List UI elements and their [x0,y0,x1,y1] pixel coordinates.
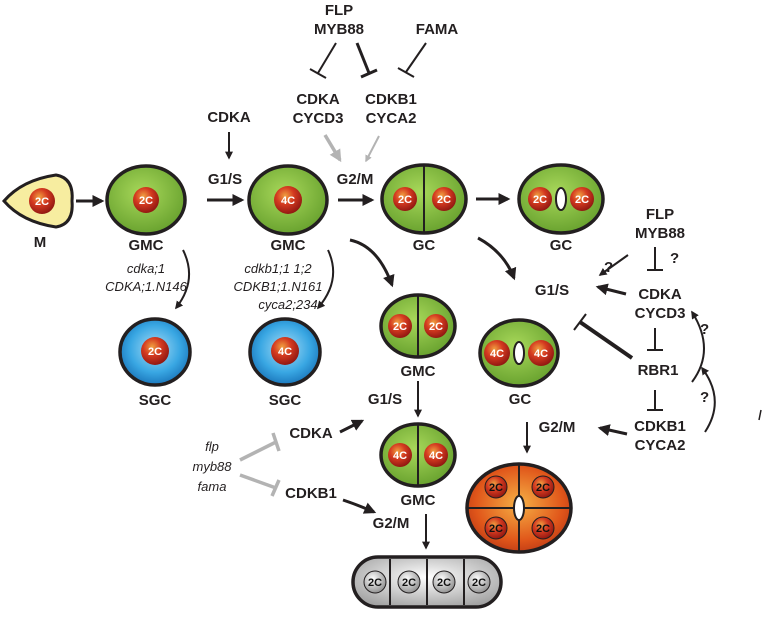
cdkb1-label-mid: CDKB1 [285,485,337,502]
edge-tick [758,409,762,421]
svg-text:2C: 2C [533,194,547,206]
cycd3-label-right: CYCD3 [635,305,686,322]
svg-text:2C: 2C [368,577,382,589]
question-mark-1: ? [670,250,679,267]
guard-cell-pair-1: 2C 2C [380,163,468,235]
svg-text:2C: 2C [489,482,503,494]
gmc-label-3: GMC [401,363,436,380]
svg-text:2C: 2C [139,195,153,207]
cdka-label-top: CDKA [296,91,339,108]
svg-text:4C: 4C [393,450,407,462]
gc-label-2: GC [550,237,573,254]
question-mark-3: ? [700,321,709,338]
svg-text:4C: 4C [278,346,292,358]
gc-label-3: GC [509,391,532,408]
svg-text:2C: 2C [472,577,486,589]
svg-text:2C: 2C [402,577,416,589]
cdka-label-mid: CDKA [289,425,332,442]
guard-cell-pair-4c: 4C 4C [478,318,560,388]
g1s-label-top: G1/S [208,171,242,188]
gmc-label-1: GMC [129,237,164,254]
svg-text:2C: 2C [393,321,407,333]
fama-label-top: FAMA [416,21,459,38]
regulator-labels: FLP MYB88 FAMA CDKA CYCD3 CDKB1 CYCA2 CD… [207,2,709,532]
svg-text:2C: 2C [437,577,451,589]
mutant-cdka1-n146: CDKA;1.N146 [105,279,187,294]
svg-text:2C: 2C [429,321,443,333]
cycd3-label-top: CYCD3 [293,110,344,127]
mutant-flp: flp [205,439,219,454]
transition-arrows [76,132,628,550]
mutant-inhibition-lines [239,432,281,497]
cyca2-label-top: CYCA2 [366,110,417,127]
rbr1-label: RBR1 [638,362,679,379]
right-regulation-lines [573,247,716,433]
g1s-label-mid: G1/S [368,391,402,408]
svg-text:2C: 2C [35,196,49,208]
myb88-label-right: MYB88 [635,225,685,242]
sgc-label-1: SGC [139,392,172,409]
svg-text:2C: 2C [437,194,451,206]
svg-text:2C: 2C [536,482,550,494]
cdkb1-label-top: CDKB1 [365,91,417,108]
gmc-cell-2c: 2C [105,164,187,236]
cdkb1-label-right: CDKB1 [634,418,686,435]
mutant-cdkb1-n161: CDKB1;1.N161 [234,279,323,294]
inhibition-lines-top [309,42,427,79]
g2m-label-top: G2/M [337,171,374,188]
g2m-label-right: G2/M [539,419,576,436]
m-label: M [34,234,47,251]
svg-text:2C: 2C [536,523,550,535]
gmc-cell-4c: 4C [247,164,329,236]
mutant-myb88: myb88 [192,459,232,474]
g1s-label-right: G1/S [535,282,569,299]
svg-text:2C: 2C [575,194,589,206]
guard-cell-pair-mature: 2C 2C [517,163,605,235]
meristemoid-cell: 2C [2,173,74,229]
cdka-label-left: CDKA [207,109,250,126]
activation-arrows-gray [323,134,380,163]
mutant-cyca2: cyca2;234 [258,297,317,312]
svg-text:4C: 4C [534,348,548,360]
mutant-fama: fama [198,479,227,494]
gmc-label-2: GMC [271,237,306,254]
question-mark-2: ? [604,259,613,276]
svg-text:4C: 4C [429,450,443,462]
flp-label-top: FLP [325,2,353,19]
svg-text:4C: 4C [281,195,295,207]
sgc-cell-2c: 2C [118,317,192,387]
sgc-cell-4c: 4C [248,317,322,387]
mutant-labels: cdka;1 CDKA;1.N146 cdkb1;1 1;2 CDKB1;1.N… [105,261,322,494]
question-mark-4: ? [700,389,709,406]
mutant-cdkb1: cdkb1;1 1;2 [244,261,312,276]
myb88-label-top: MYB88 [314,21,364,38]
sgc-label-2: SGC [269,392,302,409]
g2m-label-bottom: G2/M [373,515,410,532]
svg-text:4C: 4C [490,348,504,360]
cdka-label-right: CDKA [638,286,681,303]
gc-label-1: GC [413,237,436,254]
gmc-label-4: GMC [401,492,436,509]
gray-cell-file: 2C 2C 2C 2C [351,555,503,609]
mutant-cdka1: cdka;1 [127,261,165,276]
svg-text:2C: 2C [148,346,162,358]
gmc-cell-divided-2c: 2C 2C [379,293,457,359]
cyca2-label-right: CYCA2 [635,437,686,454]
svg-text:2C: 2C [398,194,412,206]
svg-text:2C: 2C [489,523,503,535]
gmc-cell-divided-4c: 4C 4C [379,422,457,488]
flp-label-right: FLP [646,206,674,223]
quad-guard-cell-cluster: 2C 2C 2C 2C [465,462,573,554]
